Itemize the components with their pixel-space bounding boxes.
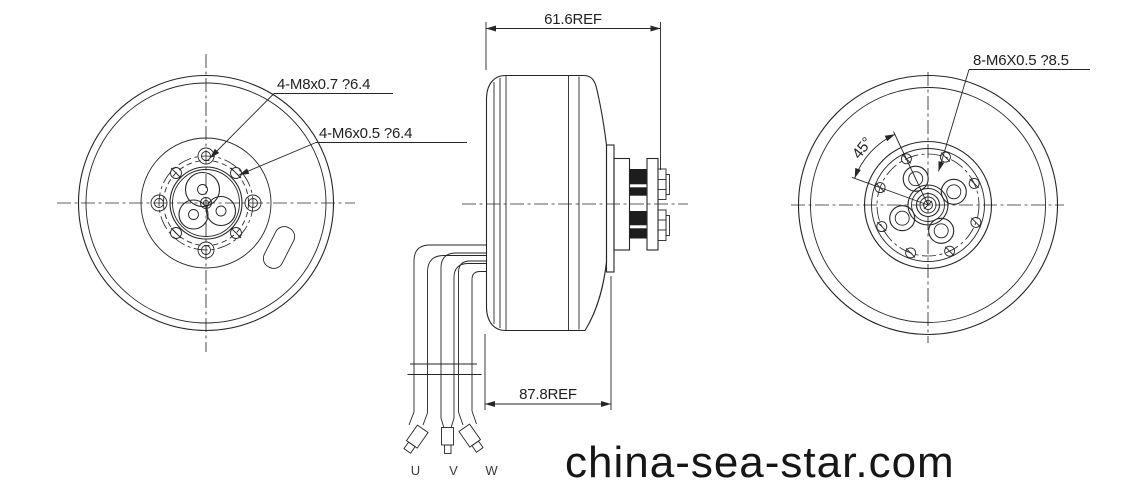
rear-leader-m6: 8-M6X0.5 ?8.5 <box>938 52 1090 172</box>
front-view-bolt-holes-m6 <box>170 167 242 239</box>
rear-view-hub <box>863 140 993 270</box>
front-view-outer-rim <box>77 74 335 332</box>
front-view-hub <box>140 137 272 269</box>
side-view-shaft-assembly <box>605 144 670 273</box>
dim-width-label: 61.6REF <box>544 11 602 28</box>
wire-terminal-u <box>403 424 429 454</box>
wire-break-symbol <box>407 363 482 375</box>
dimension-width: 61.6REF <box>485 11 661 170</box>
rear-view-outer-rim <box>797 74 1059 336</box>
front-view-centerlines <box>57 54 355 352</box>
front-m6-annotation: 4-M6x0.5 ?6.4 <box>319 125 412 142</box>
front-leader-m8: 4-M8x0.7 ?6.4 <box>209 76 393 159</box>
watermark-text: china-sea-star.com <box>565 438 955 487</box>
front-view-wire-holes <box>178 171 237 230</box>
rear-view: 45° 8-M6X0.5 ?8.5 <box>791 52 1090 343</box>
dimension-length: 87.8REF <box>484 276 612 410</box>
front-view-slot <box>262 226 296 269</box>
dim-length-label: 87.8REF <box>519 386 577 403</box>
side-view: 61.6REF 87.8REF <box>403 11 688 478</box>
phase-wires: U V W <box>403 244 498 478</box>
wire-label-v: V <box>449 463 458 478</box>
rear-view-shaft-center <box>907 184 949 226</box>
front-view: 4-M8x0.7 ?6.4 4-M6x0.5 ?6.4 <box>57 54 467 352</box>
wire-label-u: U <box>411 463 420 478</box>
front-leader-m6: 4-M6x0.5 ?6.4 <box>238 125 467 176</box>
rear-view-large-holes <box>889 165 967 244</box>
wire-label-w: W <box>485 463 498 478</box>
rear-view-centerlines <box>791 72 1064 343</box>
angle-45-label: 45° <box>849 134 876 162</box>
side-view-body <box>485 74 608 332</box>
rear-m6-annotation: 8-M6X0.5 ?8.5 <box>973 52 1069 69</box>
wire-terminal-v <box>441 427 454 454</box>
wire-terminal-w <box>458 423 484 453</box>
front-m8-annotation: 4-M8x0.7 ?6.4 <box>277 76 370 93</box>
